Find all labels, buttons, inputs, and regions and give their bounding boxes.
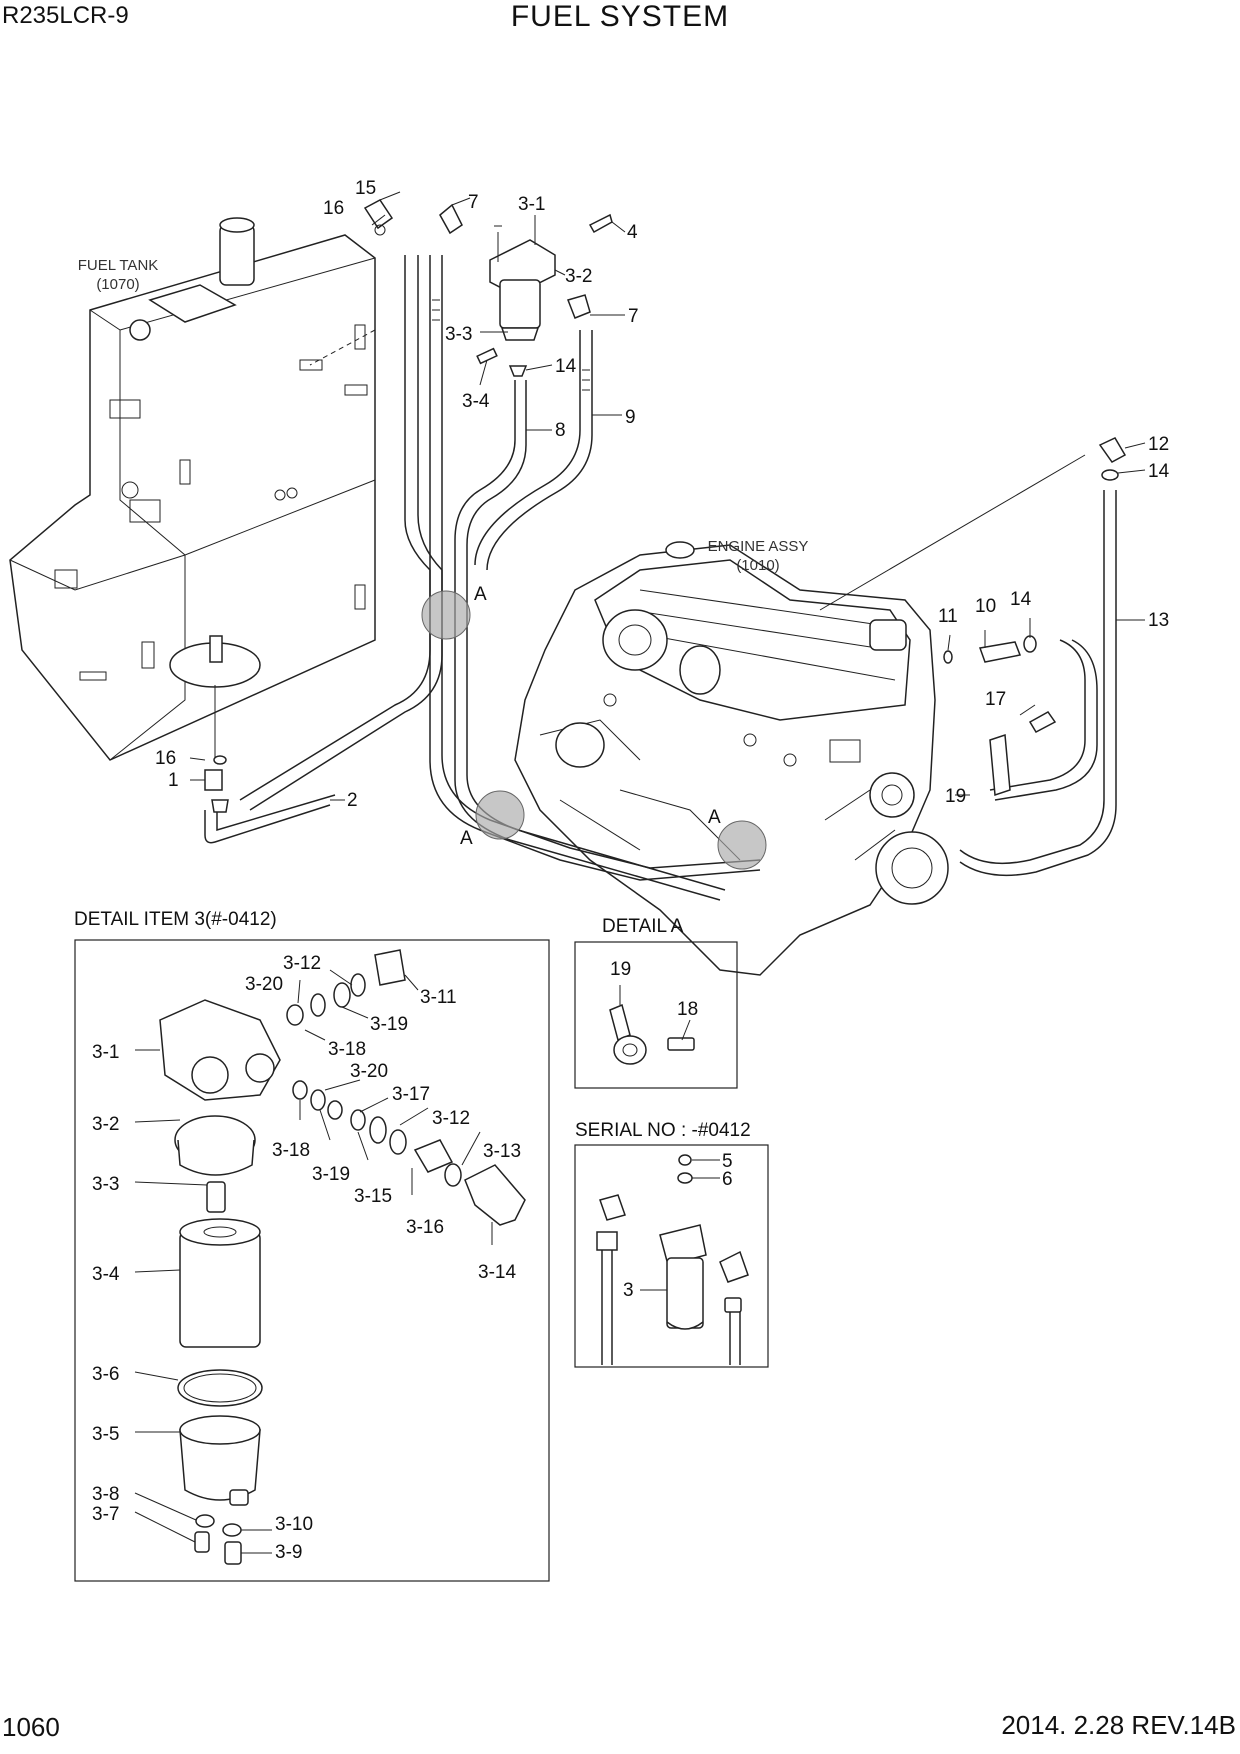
callout-label: 19 [610,959,631,980]
detail-a-panel: DETAIL A 19 18 [574,916,738,1089]
detail-marker-label: A [460,828,473,849]
callout-label: 3-8 [92,1484,119,1505]
callout-label: 18 [677,999,698,1020]
callout-label: 3-2 [92,1114,119,1135]
callout-label: 7 [628,306,639,327]
fuel-filter-assembly [363,199,613,377]
revision-date: 2014. 2.28 REV.14B [1001,1710,1236,1740]
callout-label: 16 [323,198,344,219]
detail-a-marker [421,590,471,640]
detail-item3-callouts: 3-12 3-20 3-11 3-19 3-1 3-18 3-20 3-17 3… [92,953,521,1563]
detail-markers: A A A [421,584,767,870]
engine-assembly: ENGINE ASSY (1010) [514,538,949,976]
fuel-tank-label: FUEL TANK [78,257,159,274]
callout-label: 2 [347,790,358,811]
main-leader-lines [189,191,1146,801]
detail-item3-leaders [134,969,493,1554]
callout-label: 3-1 [92,1042,119,1063]
callout-label: 3-19 [370,1014,408,1035]
callout-label: 3-9 [275,1542,302,1563]
engine-ref: (1010) [736,557,779,574]
fuel-tank-ref: (1070) [96,276,139,293]
callout-label: 3-17 [392,1084,430,1105]
callout-label: 3-5 [92,1424,119,1445]
callout-label: 3-14 [478,1262,516,1283]
callout-label: 9 [625,407,636,428]
callout-label: 3-3 [445,324,472,345]
detail-a-marker [475,790,525,840]
callout-label: 3-18 [272,1140,310,1161]
detail-marker-label: A [708,807,721,828]
callout-label: 14 [1010,589,1032,610]
callout-label: 3-20 [350,1061,388,1082]
callout-label: 3-12 [432,1108,470,1129]
engine-fittings [204,437,1127,813]
detail-item3-caption: DETAIL ITEM 3(#-0412) [74,909,277,930]
detail-item3-panel: DETAIL ITEM 3(#-0412) [74,909,550,1582]
page-title: FUEL SYSTEM [510,0,730,33]
callout-label: 12 [1148,434,1169,455]
detail-marker-label: A [474,584,487,605]
callout-label: 4 [627,222,638,243]
serial-detail-panel: SERIAL NO : -#0412 5 6 3 [574,1120,769,1368]
callout-label: 3-18 [328,1039,366,1060]
callout-label: 3-20 [245,974,283,995]
callout-label: 3-13 [483,1141,521,1162]
callout-label: 13 [1148,610,1169,631]
detail-a-marker [717,820,767,870]
serial-detail-caption: SERIAL NO : -#0412 [575,1120,751,1141]
callout-label: 15 [355,178,376,199]
model-number: R235LCR-9 [2,2,129,29]
callout-label: 16 [155,748,176,769]
callout-label: 14 [1148,461,1170,482]
callout-label: 19 [945,786,966,807]
callout-label: 14 [555,356,577,377]
callout-label: 3-10 [275,1514,313,1535]
callout-label: 10 [975,596,996,617]
callout-label: 3-12 [283,953,321,974]
callout-label: 3-15 [354,1186,392,1207]
callout-label: 3-2 [565,266,592,287]
callout-label: 3-19 [312,1164,350,1185]
page-number: 1060 [2,1712,60,1742]
detail-a-caption: DETAIL A [602,916,684,937]
callout-label: 3-4 [462,391,490,412]
callout-label: 3-7 [92,1504,119,1525]
callout-label: 17 [985,689,1006,710]
callout-label: 3-11 [420,987,457,1008]
callout-label: 3-16 [406,1217,444,1238]
fuel-tank: FUEL TANK (1070) [9,217,376,761]
callout-label: 3 [623,1280,634,1301]
callout-label: 7 [468,192,479,213]
callout-label: 5 [722,1151,733,1172]
engine-label: ENGINE ASSY [708,538,809,555]
callout-label: 3-4 [92,1264,120,1285]
callout-label: 3-3 [92,1174,119,1195]
main-callouts: 15 16 7 3-1 4 3-2 7 3-3 14 3-4 8 9 12 14… [155,178,1170,811]
callout-label: 8 [555,420,566,441]
callout-label: 11 [938,606,958,627]
callout-label: 6 [722,1169,733,1190]
callout-label: 3-6 [92,1364,119,1385]
callout-label: 1 [168,770,179,791]
callout-label: 3-1 [518,194,545,215]
